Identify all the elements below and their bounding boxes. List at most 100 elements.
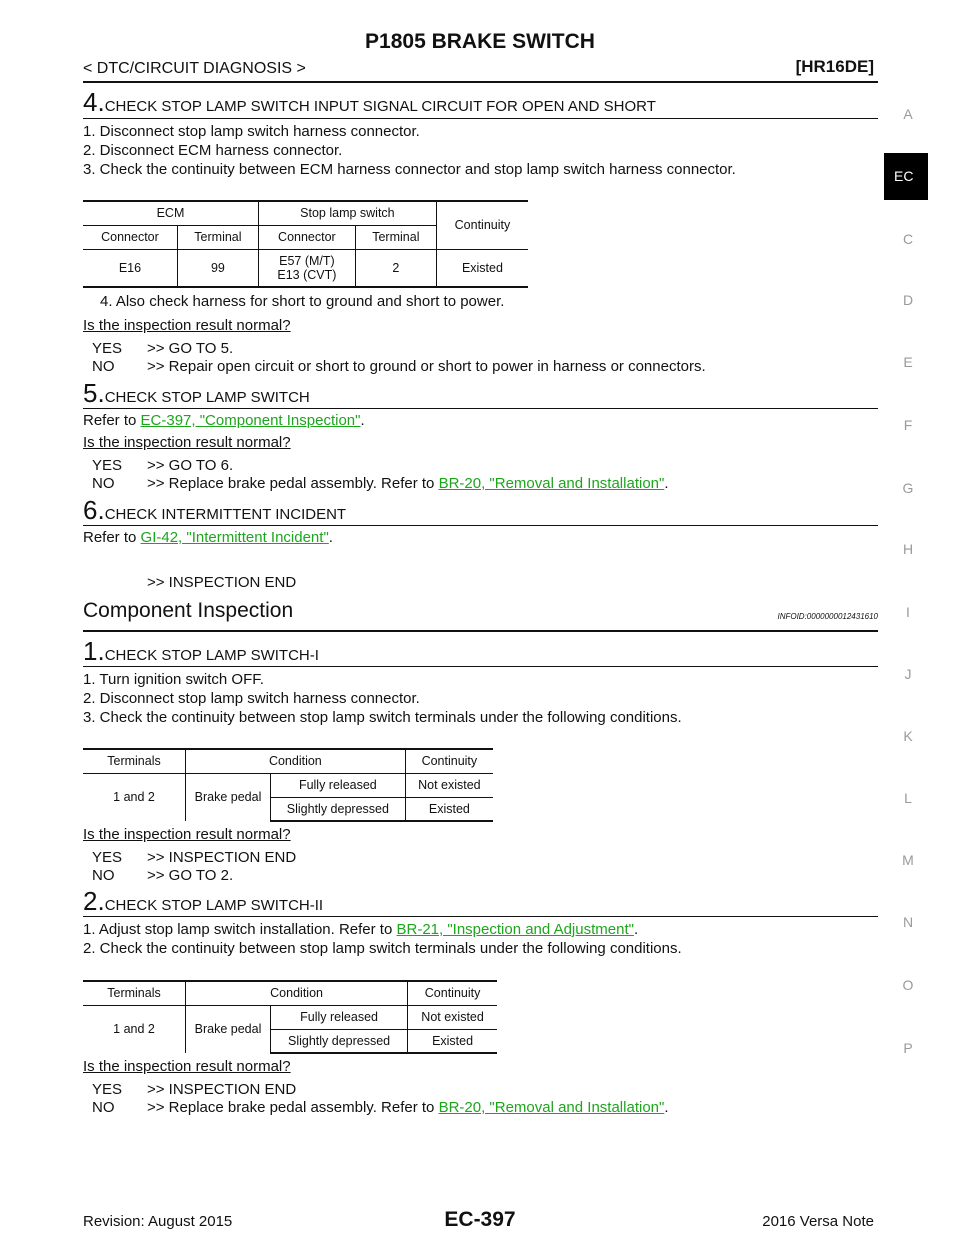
table-cell: Not existed (407, 1004, 497, 1029)
component-inspection-link[interactable]: EC-397, "Component Inspection" (140, 412, 361, 429)
sidebar-letter-c[interactable]: C (902, 231, 914, 247)
inspection-question: Is the inspection result normal? (83, 317, 291, 334)
table-cell-condition: Brake pedal (185, 1004, 271, 1053)
sidebar-letter-n[interactable]: N (902, 914, 914, 930)
instruction-item: 1. Turn ignition switch OFF. (83, 671, 264, 688)
table-header-terminals: Terminals (83, 980, 186, 1005)
connector-cvt: E13 (CVT) (277, 267, 337, 282)
yes-key: YES (92, 849, 123, 866)
cstep-1-instructions: 1. Turn ignition switch OFF. 2. Disconne… (83, 670, 682, 727)
section-label: < DTC/CIRCUIT DIAGNOSIS > (83, 60, 306, 77)
table-cell-condition: Brake pedal (185, 772, 271, 821)
intermittent-incident-link[interactable]: GI-42, "Intermittent Incident" (140, 529, 329, 546)
period: . (328, 529, 333, 546)
removal-installation-link[interactable]: BR-20, "Removal and Installation" (438, 1099, 665, 1116)
sidebar-letter-e[interactable]: E (903, 354, 913, 370)
instruction-item: 2. Disconnect ECM harness connector. (83, 142, 343, 159)
sidebar-letter-h[interactable]: H (902, 541, 914, 557)
no-option: NO >> GO TO 2. (92, 867, 233, 884)
inspection-adjustment-link[interactable]: BR-21, "Inspection and Adjustment" (396, 921, 634, 938)
footer-model: 2016 Versa Note (762, 1213, 874, 1230)
sidebar-letter-p[interactable]: P (903, 1040, 913, 1056)
no-key: NO (92, 475, 115, 492)
table-subheader: Connector (257, 225, 356, 249)
instruction-item: 3. Check the continuity between stop lam… (83, 709, 682, 726)
step-rule (83, 408, 878, 409)
sidebar-letter-d[interactable]: D (902, 292, 914, 308)
table-cell-terminals: 1 and 2 (83, 1004, 186, 1053)
footer-revision: Revision: August 2015 (83, 1213, 233, 1230)
no-option: NO >> Replace brake pedal assembly. Refer… (92, 475, 669, 492)
instruction-item: 2. Check the continuity between stop lam… (83, 940, 682, 957)
step-rule (83, 525, 878, 526)
engine-label: [HR16DE] (795, 57, 874, 76)
no-text: >> Replace brake pedal assembly. Refer t… (147, 475, 439, 492)
inspection-question: Is the inspection result normal? (83, 826, 291, 843)
yes-option: YES>> INSPECTION END (92, 849, 296, 866)
instruction-text: 1. Adjust stop lamp switch installation.… (83, 921, 397, 938)
yes-option: YES>> GO TO 6. (92, 457, 233, 474)
step-4-heading: 4.CHECK STOP LAMP SWITCH INPUT SIGNAL CI… (83, 87, 656, 118)
table-subheader: Terminal (176, 225, 259, 249)
removal-installation-link[interactable]: BR-20, "Removal and Installation" (438, 475, 665, 492)
sidebar-letter-i[interactable]: I (906, 604, 910, 620)
step-title: CHECK STOP LAMP SWITCH INPUT SIGNAL CIRC… (104, 98, 656, 115)
table-cell: Not existed (404, 772, 493, 797)
yes-text: >> GO TO 5. (147, 340, 234, 357)
table-cell: Existed (407, 1028, 497, 1054)
table-header-stop-lamp-switch: Stop lamp switch (257, 200, 437, 226)
sidebar-letter-f[interactable]: F (903, 417, 913, 433)
sidebar-letter-l[interactable]: L (904, 790, 912, 806)
refer-line: Refer to EC-397, "Component Inspection". (83, 412, 365, 429)
refer-text: Refer to (83, 412, 141, 429)
period: . (633, 921, 639, 938)
no-text: >> GO TO 2. (147, 867, 234, 884)
step-title: CHECK STOP LAMP SWITCH-I (104, 647, 319, 664)
cstep-2-heading: 2.CHECK STOP LAMP SWITCH-II (83, 886, 323, 917)
instruction-item: 4. Also check harness for short to groun… (100, 293, 505, 310)
switch-continuity-table-1: Terminals Condition Continuity 1 and 2 B… (83, 748, 493, 822)
table-header-continuity: Continuity (404, 748, 493, 773)
info-id: INFOID:0000000012431610 (777, 612, 878, 621)
table-cell: Existed (435, 248, 528, 288)
table-cell: Slightly depressed (270, 796, 406, 822)
table-cell: E16 (83, 248, 178, 288)
table-cell: Fully released (269, 1004, 408, 1029)
table-subheader: Terminal (354, 225, 437, 249)
step-rule (83, 916, 878, 917)
step-rule (83, 666, 878, 667)
table-cell-terminals: 1 and 2 (83, 772, 186, 821)
sidebar-letter-k[interactable]: K (903, 728, 913, 744)
table-header-terminals: Terminals (83, 748, 186, 773)
table-cell: 99 (176, 248, 259, 288)
step-number: 1. (83, 636, 105, 666)
instruction-item: 1. Disconnect stop lamp switch harness c… (83, 123, 420, 140)
yes-key: YES (92, 457, 123, 474)
instruction-item: 1. Adjust stop lamp switch installation.… (83, 920, 682, 939)
sidebar-tab-active[interactable]: EC (884, 153, 928, 200)
sidebar-letter-a[interactable]: A (903, 106, 913, 122)
instruction-item: 3. Check the continuity between ECM harn… (83, 161, 736, 178)
refer-line: Refer to GI-42, "Intermittent Incident". (83, 529, 333, 546)
no-key: NO (92, 1099, 115, 1116)
ecm-continuity-table: ECM Stop lamp switch Continuity Connecto… (83, 200, 528, 288)
yes-key: YES (92, 340, 123, 357)
sidebar-letter-m[interactable]: M (902, 852, 914, 868)
page-title: P1805 BRAKE SWITCH (365, 30, 595, 53)
table-cell-connector: E57 (M/T) E13 (CVT) (257, 248, 356, 288)
period: . (664, 475, 669, 492)
table-header-continuity: Continuity (407, 980, 497, 1005)
sidebar-letter-j[interactable]: J (904, 666, 912, 682)
step-number: 2. (83, 886, 105, 916)
table-header-condition: Condition (184, 980, 408, 1005)
step-number: 4. (83, 87, 105, 117)
yes-option: YES >> GO TO 5. (92, 340, 233, 357)
table-header-ecm: ECM (83, 200, 259, 226)
step-title: CHECK INTERMITTENT INCIDENT (104, 506, 347, 523)
sidebar-letter-o[interactable]: O (902, 977, 914, 993)
no-option: NO>> Repair open circuit or short to gro… (92, 358, 706, 375)
refer-text: Refer to (83, 529, 141, 546)
sidebar-letter-g[interactable]: G (902, 480, 914, 496)
no-key: NO (92, 867, 115, 884)
step-number: 6. (83, 495, 105, 525)
